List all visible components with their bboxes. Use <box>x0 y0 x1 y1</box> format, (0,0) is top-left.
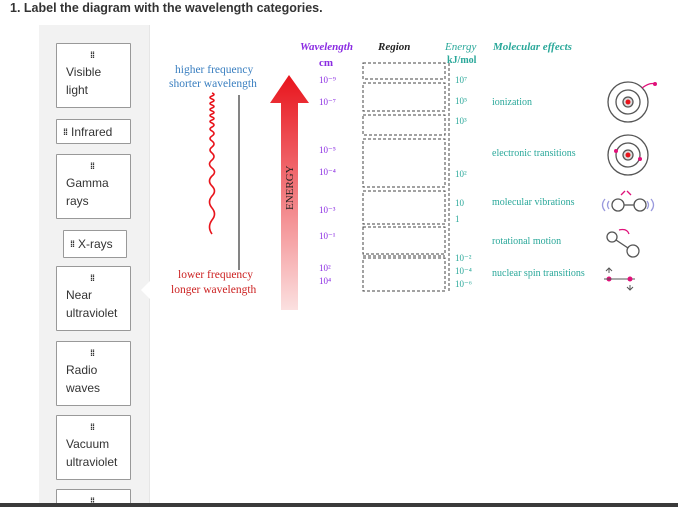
token-label: Gamma <box>66 176 109 190</box>
energy-arrow <box>270 75 309 310</box>
wavelength-value: 10⁴ <box>319 276 331 286</box>
token-label: X-rays <box>78 237 113 251</box>
energy-value: 10⁻⁴ <box>455 266 472 276</box>
token-label: ultraviolet <box>66 306 118 320</box>
bottom-rule <box>0 503 678 507</box>
drag-handle-icon: ⁞⁞ <box>90 161 95 171</box>
question-panel: Wavelength cm Region Energy kJ/mol Molec… <box>39 25 678 507</box>
energy-value: 10⁻² <box>455 253 472 263</box>
header-energy: Energy <box>444 41 476 53</box>
header-wavelength: Wavelength <box>300 41 353 53</box>
ionization-atom-icon <box>607 81 657 123</box>
energy-value: 10² <box>455 169 467 179</box>
rotational-motion-icon <box>606 228 640 258</box>
header-energy-unit: kJ/mol <box>447 55 477 66</box>
energy-value: 10⁻⁶ <box>455 279 472 289</box>
diagram-drop-area: Wavelength cm Region Energy kJ/mol Molec… <box>149 25 678 507</box>
header-wavelength-unit: cm <box>319 57 333 69</box>
wavelength-value: 10⁻⁵ <box>319 145 336 155</box>
energy-value: 10⁵ <box>455 96 467 106</box>
energy-value: 10 <box>455 198 465 208</box>
drag-handle-icon: ⁞⁞ <box>90 496 95 506</box>
drag-token-partial[interactable]: ⁞⁞ <box>56 489 131 507</box>
token-label: ultraviolet <box>66 455 118 469</box>
token-label: light <box>66 83 89 97</box>
drag-token-vacuum-ultraviolet[interactable]: ⁞⁞ Vacuum ultraviolet <box>56 415 131 480</box>
effect-ionization: ionization <box>492 97 532 108</box>
region-box-3[interactable] <box>362 114 446 136</box>
drag-handle-icon: ⁞⁞ <box>63 126 68 137</box>
drag-token-gamma-rays[interactable]: ⁞⁞ Gamma rays <box>56 154 131 219</box>
lower-frequency-label: lower frequency <box>178 269 253 281</box>
token-label: rays <box>66 194 89 208</box>
electronic-transitions-atom-icon <box>607 134 649 176</box>
region-box-4[interactable] <box>362 138 446 188</box>
wavelength-value: 10⁻⁴ <box>319 167 336 177</box>
token-label: Vacuum <box>66 437 110 451</box>
token-label: waves <box>66 381 101 395</box>
drag-token-near-ultraviolet[interactable]: ⁞⁞ Near ultraviolet <box>56 266 131 331</box>
longer-wavelength-label: longer wavelength <box>171 284 257 296</box>
drag-handle-icon: ⁞⁞ <box>90 273 95 283</box>
drop-area-pointer <box>141 281 150 299</box>
token-label: Near <box>66 288 93 302</box>
drag-handle-icon: ⁞⁞ <box>90 50 95 60</box>
token-label: Infrared <box>71 124 113 139</box>
token-label: Visible <box>66 65 102 79</box>
region-box-1[interactable] <box>362 62 446 80</box>
effect-rotational-motion: rotational motion <box>492 236 561 247</box>
question-title: 1. Label the diagram with the wavelength… <box>10 1 323 15</box>
energy-value: 10³ <box>455 116 467 126</box>
drag-token-visible-light[interactable]: ⁞⁞ Visible light <box>56 43 131 108</box>
drag-handle-icon: ⁞⁞ <box>90 348 95 358</box>
drag-token-radio-waves[interactable]: ⁞⁞ Radio waves <box>56 341 131 406</box>
effect-electronic-transitions: electronic transitions <box>492 148 576 159</box>
region-box-5[interactable] <box>362 190 446 225</box>
wavelength-value: 10⁻³ <box>319 205 336 215</box>
effect-molecular-vibrations: molecular vibrations <box>492 197 575 208</box>
effect-nuclear-spin: nuclear spin transitions <box>492 268 585 279</box>
higher-frequency-label: higher frequency <box>175 64 253 76</box>
drag-handle-icon: ⁞⁞ <box>70 239 75 249</box>
shorter-wavelength-label: shorter wavelength <box>169 78 257 90</box>
wavelength-value: 10⁻⁷ <box>319 97 336 107</box>
token-label: Radio <box>66 363 98 377</box>
drag-token-x-rays[interactable]: ⁞⁞X-rays <box>63 230 127 258</box>
spectrum-diagram: Wavelength cm Region Energy kJ/mol Molec… <box>169 41 657 310</box>
header-region: Region <box>377 41 410 53</box>
energy-value: 10⁷ <box>455 75 467 85</box>
region-box-6[interactable] <box>362 226 446 255</box>
molecular-vibrations-icon <box>601 190 655 212</box>
wave-icon <box>208 92 216 235</box>
wavelength-value: 10² <box>319 263 331 273</box>
wavelength-value: 10⁻⁹ <box>319 75 336 85</box>
energy-axis-label: ENERGY <box>284 165 296 210</box>
energy-value: 1 <box>455 214 460 224</box>
nuclear-spin-icon <box>604 267 635 291</box>
region-box-2[interactable] <box>362 82 446 112</box>
region-box-7[interactable] <box>362 257 446 292</box>
drag-handle-icon: ⁞⁞ <box>90 422 95 432</box>
drag-token-infrared[interactable]: ⁞⁞Infrared <box>56 119 131 144</box>
wavelength-value: 10⁻¹ <box>319 231 336 241</box>
header-molecular-effects: Molecular effects <box>492 41 572 53</box>
